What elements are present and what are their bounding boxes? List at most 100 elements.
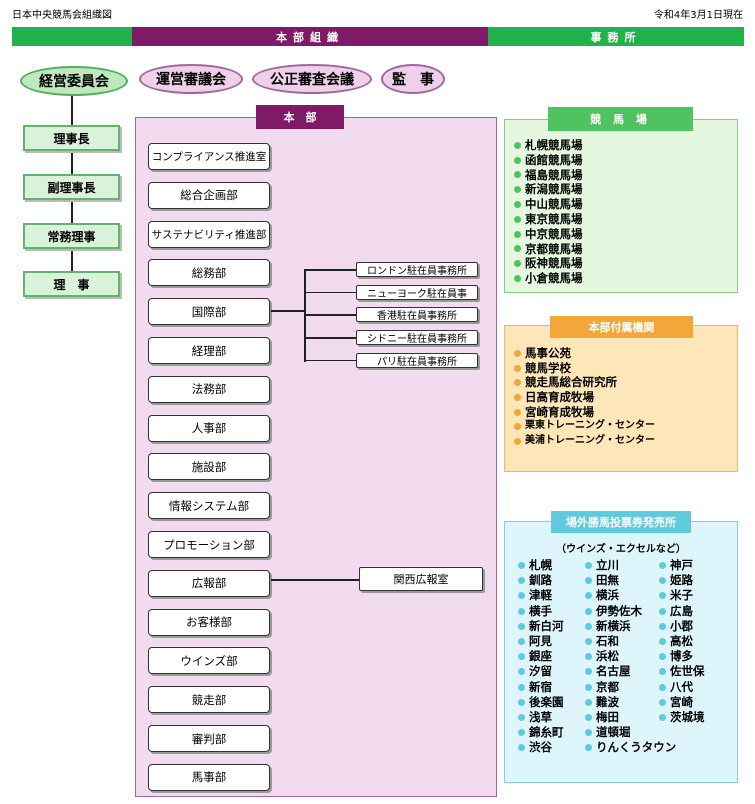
list-item-label: 阪神競馬場: [525, 256, 583, 271]
list-item-label: 札幌競馬場: [525, 138, 583, 152]
bullet-icon: [518, 638, 525, 646]
list-item-label: 福島競馬場: [525, 167, 583, 182]
bullet-icon: [659, 562, 666, 570]
list-item: 阿見: [518, 634, 564, 649]
bullet-icon: [518, 698, 525, 706]
bullet-icon: [514, 215, 521, 223]
bullet-icon: [514, 437, 521, 445]
bullet-icon: [585, 622, 592, 630]
bullet-icon: [514, 260, 521, 268]
bullet-icon: [514, 156, 521, 164]
department-box: 情報システム部: [148, 492, 270, 520]
list-item-label: 銀座: [529, 649, 552, 664]
pr-connector: [271, 579, 359, 581]
list-item: 伊勢佐木: [585, 604, 676, 619]
department-box: 経理部: [148, 337, 270, 364]
list-item-label: 中山競馬場: [525, 197, 583, 212]
exec-chairman: 理事長: [23, 125, 120, 151]
list-item-label: 道頓堀: [596, 725, 631, 740]
overseas-branch-line: [304, 337, 356, 339]
list-item-label: 伊勢佐木: [596, 603, 642, 618]
list-item: 田無: [585, 573, 676, 588]
list-item: 難波: [585, 695, 676, 710]
list-item-label: 馬事公苑: [525, 346, 571, 360]
list-item-label: 宮崎: [670, 694, 693, 709]
bullet-icon: [514, 393, 521, 401]
list-item-label: 八代: [670, 679, 693, 694]
list-item: 姫路: [659, 573, 705, 588]
list-item: りんくうタウン: [585, 740, 676, 755]
fairness-review-oval: 公正審査会議: [252, 64, 372, 94]
bullet-icon: [585, 713, 592, 721]
bullet-icon: [518, 653, 525, 661]
list-item: 釧路: [518, 573, 564, 588]
list-item: 錦糸町: [518, 725, 564, 740]
bullet-icon: [585, 607, 592, 615]
bullet-icon: [518, 622, 525, 630]
list-item: 広島: [659, 604, 705, 619]
list-item-label: 汐留: [529, 664, 552, 679]
auditor-oval: 監 事: [381, 64, 445, 94]
list-item: 後楽園: [518, 695, 564, 710]
department-box: 人事部: [148, 414, 270, 442]
steering-council-oval: 運営審議会: [139, 64, 243, 94]
bullet-icon: [514, 364, 521, 372]
list-item-label: 宮崎育成牧場: [525, 404, 594, 419]
list-item: 新宿: [518, 680, 564, 695]
kansai-pr-office: 関西広報室: [359, 567, 483, 591]
bullet-icon: [514, 201, 521, 209]
list-item: 宮崎: [659, 695, 705, 710]
list-item-label: 日高育成牧場: [525, 390, 594, 405]
overseas-office: ニューヨーク駐在員事: [356, 284, 478, 300]
list-item-label: 高松: [670, 633, 693, 648]
list-item: 栗東トレーニング・センター: [514, 419, 655, 434]
department-box: 馬事部: [148, 763, 270, 791]
bullet-icon: [585, 592, 592, 600]
bullet-icon: [585, 698, 592, 706]
list-item: 新横浜: [585, 619, 676, 634]
list-item-label: 小郡: [670, 618, 693, 633]
department-box: 審判部: [148, 725, 270, 752]
list-item: 宮崎育成牧場: [514, 405, 655, 420]
bullet-icon: [659, 668, 666, 676]
list-item-label: 京都: [596, 679, 619, 694]
overseas-office: シドニー駐在員事務所: [356, 330, 478, 346]
bullet-icon: [514, 423, 521, 431]
department-box: お客様部: [148, 608, 270, 636]
list-item: 小郡: [659, 619, 705, 634]
list-item: 新白河: [518, 619, 564, 634]
list-item: 新潟競馬場: [514, 182, 583, 197]
left-green-bar: [12, 27, 132, 46]
list-item-label: 姫路: [670, 573, 693, 588]
bullet-icon: [659, 698, 666, 706]
exec-managing-director: 常務理事: [23, 223, 120, 249]
list-item: 米子: [659, 588, 705, 603]
overseas-branch-line: [304, 314, 356, 316]
department-box: ウインズ部: [148, 647, 270, 675]
bullet-icon: [518, 562, 525, 570]
bullet-icon: [514, 171, 521, 179]
list-item: 浜松: [585, 649, 676, 664]
overseas-office: パリ駐在員事務所: [356, 352, 478, 368]
list-item: 東京競馬場: [514, 212, 583, 227]
list-item: 日高育成牧場: [514, 390, 655, 405]
list-item: 名古屋: [585, 664, 676, 679]
bullet-icon: [518, 744, 525, 752]
department-box: 総務部: [148, 259, 270, 287]
list-item: 高松: [659, 634, 705, 649]
list-item: 阪神競馬場: [514, 256, 583, 271]
honbu-soshiki-bar: 本部組織: [132, 27, 488, 46]
list-item-label: 立川: [596, 558, 619, 572]
list-item-label: 佐世保: [670, 664, 705, 679]
list-item: 銀座: [518, 649, 564, 664]
bullet-icon: [514, 349, 521, 357]
list-item: 渋谷: [518, 740, 564, 755]
list-item: 梅田: [585, 710, 676, 725]
list-item-label: 後楽園: [529, 694, 564, 709]
bullet-icon: [518, 729, 525, 737]
management-committee-oval: 経営委員会: [20, 66, 128, 96]
overseas-branch-line: [304, 269, 356, 271]
list-item: 京都: [585, 680, 676, 695]
overseas-branch-line: [304, 291, 356, 294]
bullet-icon: [659, 653, 666, 661]
